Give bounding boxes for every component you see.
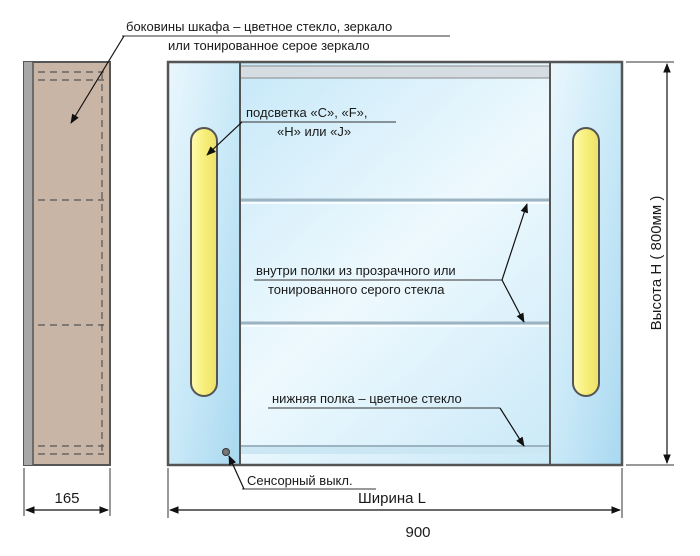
- callout-shelves-line1: внутри полки из прозрачного или: [256, 263, 456, 278]
- right-lamp: [572, 127, 600, 397]
- width-label: Ширина L: [358, 490, 426, 507]
- callouts: боковины шкафа – цветное стекло, зеркало…: [70, 19, 528, 490]
- callout-side-walls-line1: боковины шкафа – цветное стекло, зеркало: [126, 19, 392, 34]
- callout-shelves-leader-down: [501, 279, 525, 323]
- inner-top-bar: [239, 65, 551, 79]
- callout-shelves-line2: тонированного серого стекла: [268, 282, 445, 297]
- callout-sensor-leader: [228, 455, 245, 490]
- callout-side-walls-leader: [70, 35, 125, 124]
- callout-shelves-leader-up: [501, 203, 528, 281]
- side-panel: [23, 61, 111, 466]
- width-value: 900: [405, 524, 430, 541]
- side-panel-front-edge: [24, 62, 33, 465]
- cabinet-frame: [166, 60, 624, 467]
- cabinet-body: [168, 62, 622, 465]
- front-view: Ширина L 900 Высота H ( 800мм ): [166, 60, 674, 541]
- depth-value: 165: [54, 490, 79, 507]
- height-label: Высота H ( 800мм ): [648, 196, 665, 331]
- callout-bottom-shelf-leader: [499, 407, 525, 447]
- side-view: 165: [23, 61, 111, 516]
- callout-side-walls-line2: или тонированное серое зеркало: [168, 38, 370, 53]
- callout-lighting-leader: [206, 121, 243, 156]
- callout-lighting-line2: «H» или «J»: [277, 124, 351, 139]
- callout-sensor-switch: Сенсорный выкл.: [247, 473, 353, 488]
- sensor-switch-icon[interactable]: [222, 448, 230, 456]
- left-lamp: [190, 127, 218, 397]
- callout-bottom-shelf: нижняя полка – цветное стекло: [272, 391, 462, 406]
- shelf-bottom: [240, 446, 550, 454]
- callout-lighting-line1: подсветка «C», «F»,: [246, 105, 367, 120]
